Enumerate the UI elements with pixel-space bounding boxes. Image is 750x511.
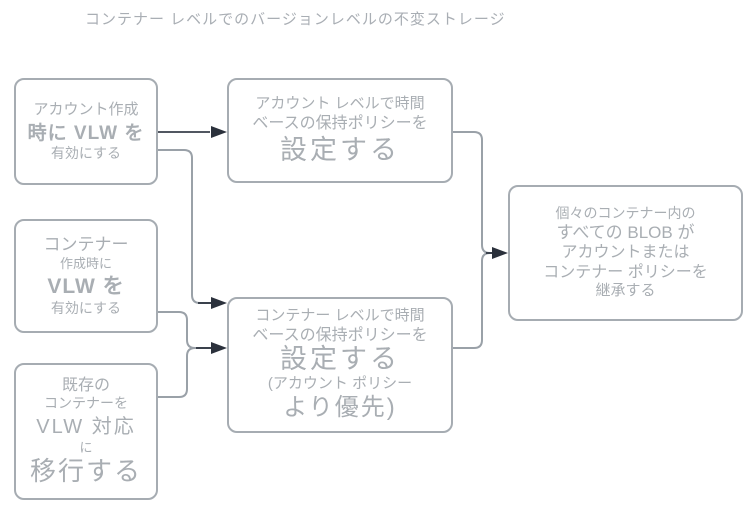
node-text-line: に (79, 439, 93, 455)
node-text-line: ベースの保持ポリシーを (252, 326, 428, 344)
node-text-line: すべての BLOB が (556, 222, 695, 242)
node-set-account-policy: アカウント レベルで時間 ベースの保持ポリシーを 設定する (227, 78, 453, 183)
node-text-line: 作成時に (59, 255, 112, 271)
node-text-line: 設定する (280, 135, 400, 166)
node-enable-vlw-account: アカウント作成 時に VLW を 有効にする (14, 78, 158, 185)
edge-migrate-to-container-policy (158, 347, 210, 398)
node-text-line: (アカウント ポリシー (267, 374, 413, 392)
diagram-title: コンテナー レベルでのバージョンレベルの不変ストレージ (85, 11, 506, 28)
arrowhead-icon (492, 247, 508, 259)
node-text-line: アカウント レベルで時間 (255, 95, 425, 113)
node-text-line: コンテナー レベルで時間 (255, 307, 425, 325)
node-text-line: コンテナー (43, 234, 129, 254)
node-text-line: アカウント作成 (33, 100, 139, 118)
node-text-line: コンテナーを (44, 395, 128, 412)
node-text-line: 継承する (595, 282, 656, 300)
node-text-line: より優先) (283, 394, 397, 422)
node-migrate-existing: 既存の コンテナーを VLW 対応 に 移行する (14, 363, 158, 500)
node-text-line: ベースの保持ポリシーを (252, 114, 428, 132)
node-text-line: アカウントまたは (561, 244, 690, 262)
edge-account-to-container-policy (158, 149, 210, 304)
node-enable-vlw-container: コンテナー 作成時に VLW を 有効にする (14, 219, 158, 333)
node-text-line: 移行する (29, 455, 142, 486)
node-text-line: 時に VLW を (27, 123, 145, 145)
node-text-line: コンテナー ポリシーを (543, 263, 708, 281)
edge-account-policy-to-inherit (453, 131, 492, 254)
node-set-container-policy: コンテナー レベルで時間 ベースの保持ポリシーを 設定する (アカウント ポリシ… (227, 297, 453, 433)
arrowhead-icon (211, 297, 227, 309)
arrowhead-icon (211, 342, 227, 354)
node-text-line: 設定する (280, 344, 400, 375)
node-text-line: VLW を (47, 275, 125, 299)
node-text-line: VLW 対応 (36, 416, 136, 439)
node-text-line: 有効にする (50, 145, 122, 162)
edge-container-to-container-policy (158, 311, 210, 349)
node-text-line: 個々のコンテナー内の (555, 205, 696, 222)
node-text-line: 既存の (61, 376, 110, 394)
edge-container-policy-to-inherit (453, 252, 492, 349)
arrowhead-icon (211, 126, 227, 138)
node-text-line: 有効にする (50, 300, 122, 317)
node-inherit-policy: 個々のコンテナー内の すべての BLOB が アカウントまたは コンテナー ポリ… (508, 185, 743, 321)
